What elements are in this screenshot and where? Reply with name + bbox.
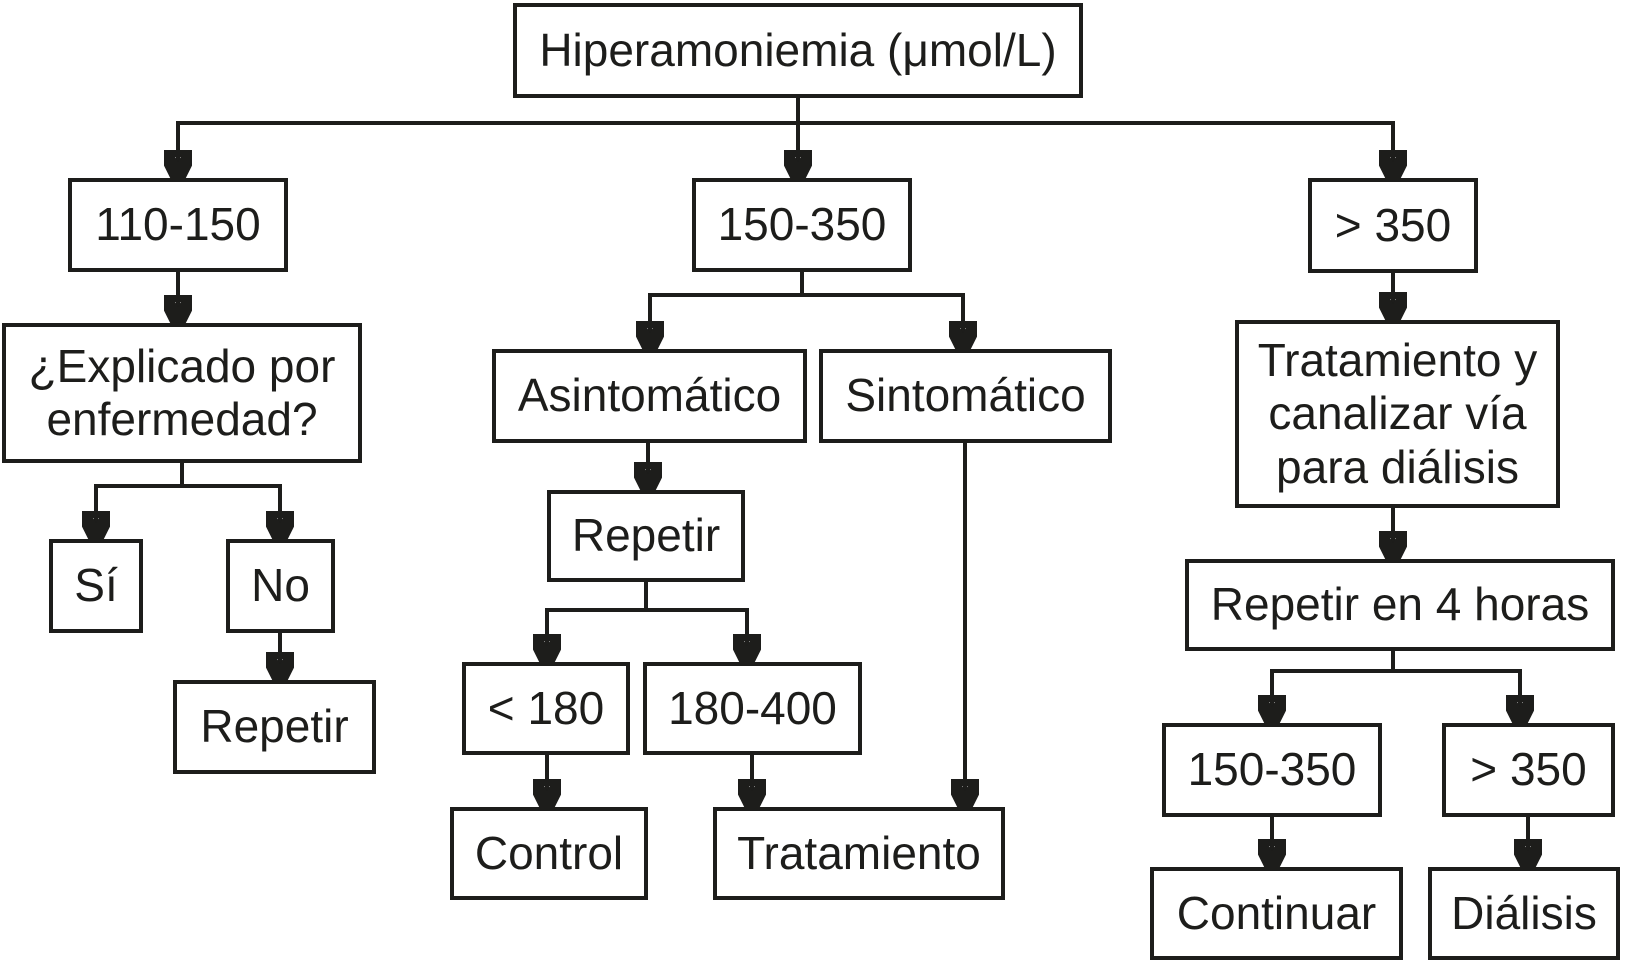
node-tratamiento: Tratamiento <box>713 807 1005 900</box>
node-dialisis: Diálisis <box>1428 867 1620 960</box>
node-asintomatico: Asintomático <box>492 349 807 443</box>
node-menor-180: < 180 <box>462 662 630 755</box>
node-no: No <box>226 539 335 633</box>
edge-explicado-to-si-no <box>96 463 280 539</box>
node-repetir-izquierda: Repetir <box>173 680 376 774</box>
node-110-150: 110-150 <box>68 178 288 272</box>
node-continuar: Continuar <box>1150 867 1403 960</box>
edge-repetir4h-to-rangos <box>1272 651 1520 723</box>
node-explicado-por-enfermedad: ¿Explicado por enfermedad? <box>2 323 362 463</box>
node-mayor-350: > 350 <box>1308 178 1478 273</box>
node-tratamiento-canalizar-dialisis: Tratamiento y canalizar vía para diálisi… <box>1235 320 1560 508</box>
node-150-350-recontrol: 150-350 <box>1162 723 1382 817</box>
edge-repetir-to-rangos <box>547 582 747 662</box>
node-180-400: 180-400 <box>643 662 862 755</box>
node-repetir-4-horas: Repetir en 4 horas <box>1185 559 1615 651</box>
node-repetir-medio: Repetir <box>547 490 745 582</box>
edge-150-350-to-sintomas <box>650 272 963 349</box>
node-control: Control <box>450 807 648 900</box>
edge-root-to-ranges <box>178 98 1393 178</box>
node-si: Sí <box>49 539 143 633</box>
node-150-350: 150-350 <box>692 178 912 272</box>
node-hiperamoniemia: Hiperamoniemia (μmol/L) <box>513 3 1083 98</box>
node-sintomatico: Sintomático <box>819 349 1112 443</box>
node-mayor-350-recontrol: > 350 <box>1442 723 1615 817</box>
